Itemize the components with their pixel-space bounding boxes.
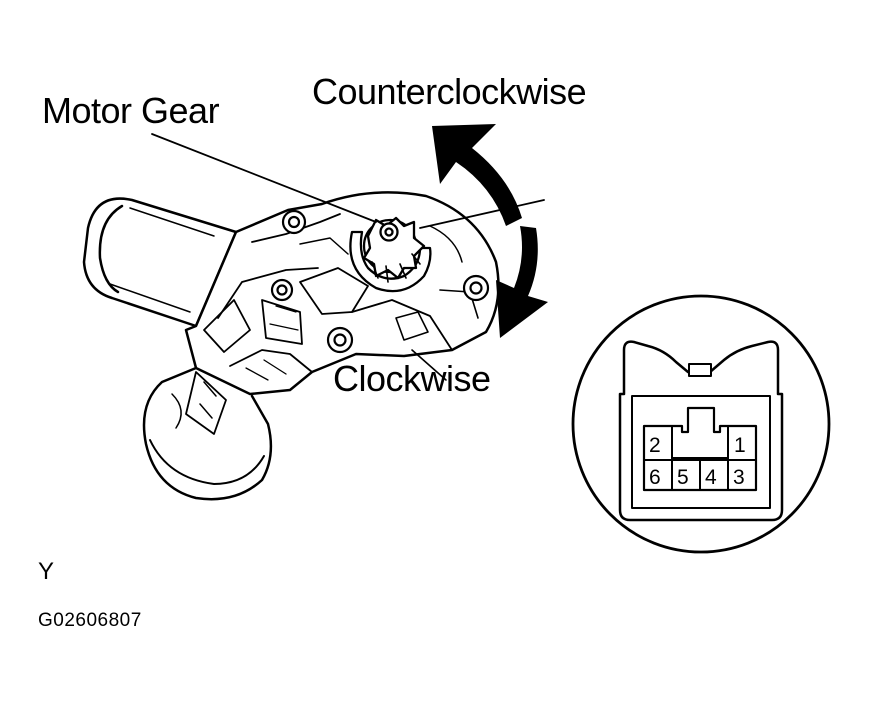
pin-label: 5: [677, 466, 689, 489]
gear-case-drum: [142, 366, 273, 501]
connector-pin-labels: 2 1 6 5 4 3: [649, 434, 746, 489]
connector-face-outline: [631, 395, 771, 509]
motor-gear-leader-line: [151, 133, 377, 223]
mounting-screw: [270, 209, 490, 354]
clockwise-label: Clockwise: [333, 358, 491, 399]
connector-detail: [571, 294, 831, 554]
counterclockwise-label: Counterclockwise: [312, 71, 587, 112]
rotation-arrows: [432, 124, 548, 338]
view-letter: Y: [38, 558, 55, 585]
counterclockwise-arrow-icon: [432, 124, 522, 226]
connector-latch: [688, 363, 712, 377]
pin-label: 4: [705, 466, 717, 489]
pin-label: 1: [734, 434, 746, 457]
pointer-leader-line: [419, 199, 545, 229]
motor-housing: [82, 197, 247, 328]
figure-code: G02606807: [38, 610, 142, 631]
pin-label: 2: [649, 434, 661, 457]
motor-gear: [349, 216, 432, 293]
pin-label: 6: [649, 466, 661, 489]
pin-label: 3: [733, 466, 745, 489]
clockwise-leader-line: [411, 349, 447, 381]
motor-gear-label: Motor Gear: [42, 90, 220, 131]
clockwise-arrow-icon: [496, 226, 548, 338]
